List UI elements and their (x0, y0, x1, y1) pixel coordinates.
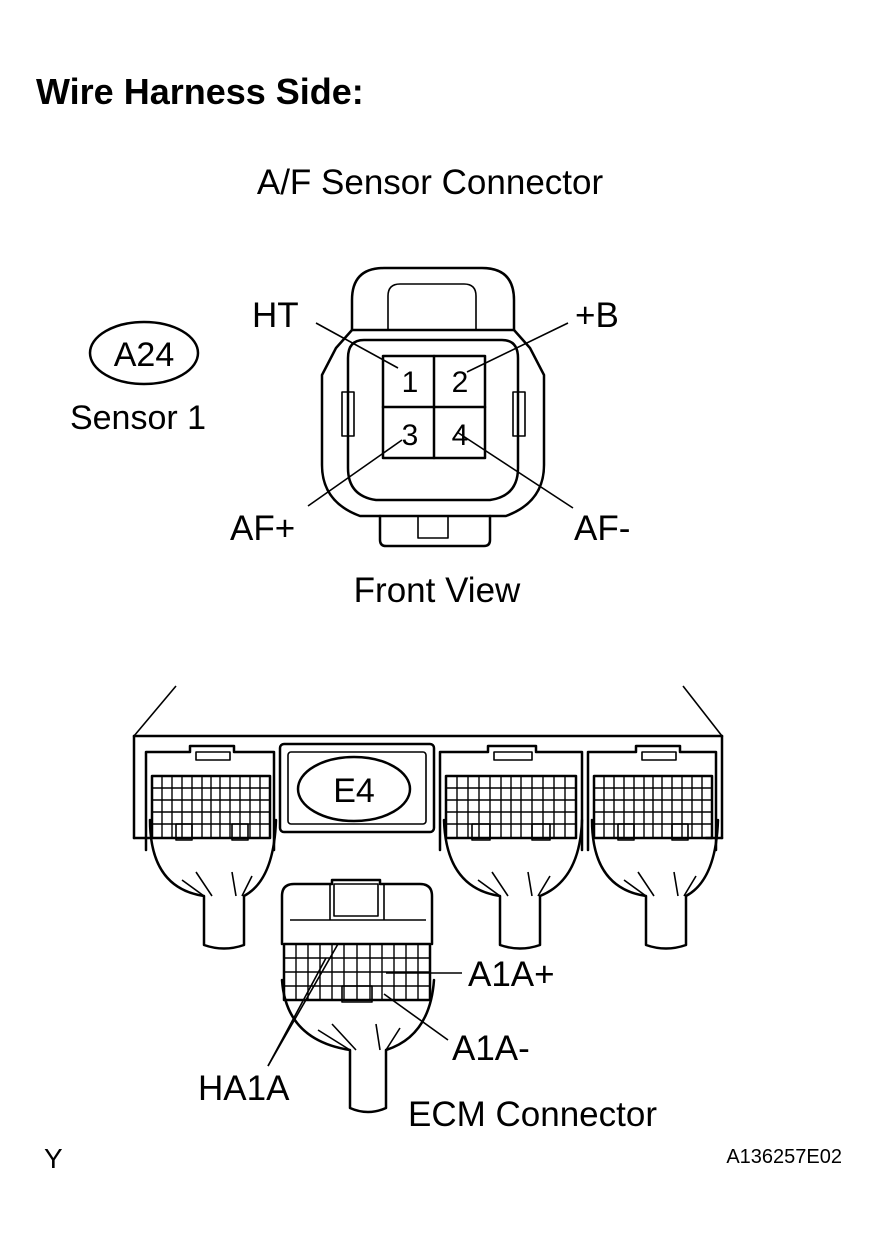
pin-label-ht: HT (252, 296, 299, 335)
pin-2: 2 (452, 366, 469, 399)
pin-label-a1a-minus: A1A- (452, 1029, 530, 1068)
af-sensor-connector (320, 266, 546, 548)
connector-code-badge-e4 (296, 755, 412, 823)
leader-ha1a-b (267, 957, 327, 1067)
pin-label-plus-b: +B (575, 296, 619, 335)
page-heading: Wire Harness Side: (36, 71, 364, 112)
pin-label-a1a-plus: A1A+ (468, 955, 555, 994)
leader-af-minus (456, 431, 574, 509)
leader-af-plus (307, 439, 403, 507)
connector-code-e4: E4 (333, 772, 375, 810)
pin-label-af-plus: AF+ (230, 509, 295, 548)
ecm-unit (132, 685, 724, 840)
leader-plus-b (466, 322, 569, 373)
ecm-connector-middle (438, 744, 584, 950)
connector-code-badge-a24: A24 (88, 320, 200, 386)
leader-ht (315, 322, 399, 369)
footer-left-code: Y (44, 1143, 63, 1174)
ecm-connector-front (280, 878, 436, 1114)
af-connector-title: A/F Sensor Connector (257, 163, 604, 202)
leader-a1a-minus (383, 993, 449, 1041)
pin-3: 3 (402, 419, 419, 452)
pin-label-ha1a: HA1A (198, 1069, 290, 1108)
connector-code-a24: A24 (114, 336, 175, 374)
sensor-label: Sensor 1 (70, 399, 206, 437)
ecm-connector-left (144, 744, 278, 950)
figure-id: A136257E02 (726, 1146, 842, 1168)
ecm-connector-right (586, 744, 720, 950)
pin-1: 1 (402, 366, 419, 399)
ecm-connector-title: ECM Connector (408, 1095, 657, 1134)
pin-label-af-minus: AF- (574, 509, 630, 548)
view-label: Front View (354, 571, 521, 610)
pin-4: 4 (452, 419, 469, 452)
